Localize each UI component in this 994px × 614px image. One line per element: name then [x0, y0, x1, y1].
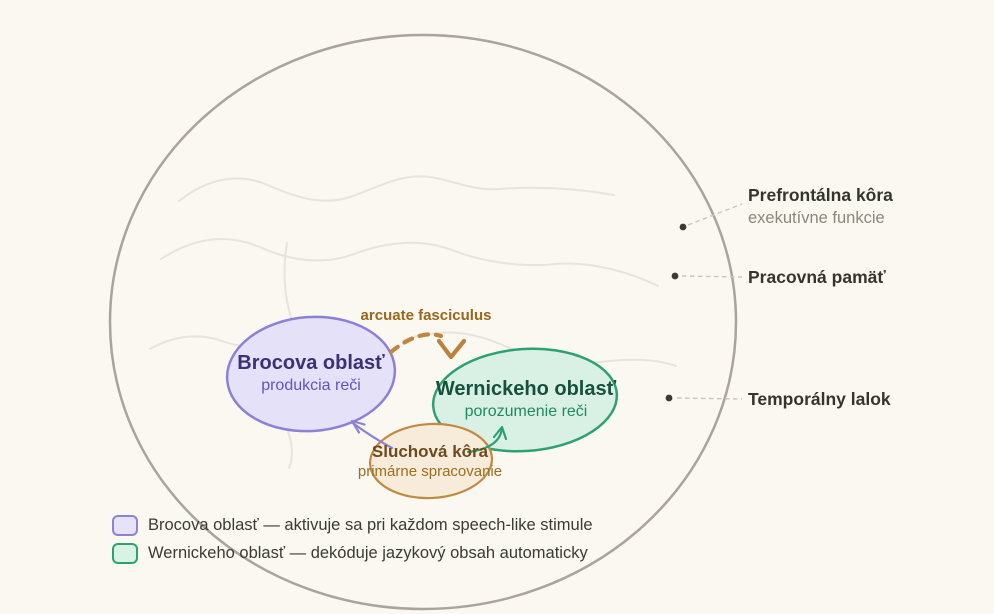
working-memory-dot: [671, 272, 679, 280]
working-memory-leader-line: [681, 275, 743, 278]
auditory-to-wernicke-arrow: [466, 425, 508, 454]
legend-item-wernicke: Wernickeho oblasť — dekóduje jazykový ob…: [112, 539, 593, 567]
callout-temporal-lobe-title: Temporálny lalok: [748, 389, 891, 409]
callout-temporal-lobe: Temporálny lalok: [748, 388, 891, 410]
legend: Brocova oblasť — aktivuje sa pri každom …: [112, 511, 593, 567]
broca-color-swatch: [112, 514, 138, 536]
texture-wave-2: [160, 238, 659, 287]
texture-sulcus-2: [286, 428, 293, 469]
wernicke-region-ellipse: [431, 347, 619, 453]
auditory-to-wernicke-line: [466, 426, 504, 454]
temporal-dot: [665, 394, 673, 402]
brain-outline: [108, 33, 738, 611]
auditory-to-broca-line: [351, 421, 394, 450]
prefrontal-dot: [679, 223, 687, 231]
arcuate-arrowhead-icon: [436, 338, 467, 360]
arcuate-dashed-curve: [388, 332, 444, 355]
legend-item-wernicke-label: Wernickeho oblasť — dekóduje jazykový ob…: [148, 543, 588, 562]
callout-prefrontal: Prefrontálna kôra exekutívne funkcie: [748, 184, 893, 229]
legend-item-broca-label: Brocova oblasť — aktivuje sa pri každom …: [148, 515, 593, 534]
auditory-region-ellipse: [368, 422, 494, 500]
arcuate-fasciculus-label: arcuate fasciculus: [360, 307, 492, 324]
callout-leaders: [665, 203, 743, 402]
arcuate-fasciculus-arrow: [388, 332, 467, 360]
callout-working-memory-title: Pracovná pamäť: [748, 267, 886, 287]
auditory-to-broca-arrow: [350, 419, 394, 450]
wernicke-color-swatch: [112, 542, 138, 564]
broca-region-ellipse: [225, 315, 397, 433]
legend-item-broca: Brocova oblasť — aktivuje sa pri každom …: [112, 511, 593, 539]
auditory-to-wernicke-arrowhead-icon: [492, 425, 508, 441]
texture-wave-1: [178, 175, 615, 202]
prefrontal-leader-line: [687, 203, 743, 226]
auditory-to-broca-arrowhead-icon: [350, 419, 366, 434]
callout-prefrontal-title: Prefrontálna kôra: [748, 185, 893, 205]
callout-working-memory: Pracovná pamäť: [748, 266, 886, 288]
callout-prefrontal-subtitle: exekutívne funkcie: [748, 209, 885, 227]
temporal-leader-line: [676, 397, 743, 400]
